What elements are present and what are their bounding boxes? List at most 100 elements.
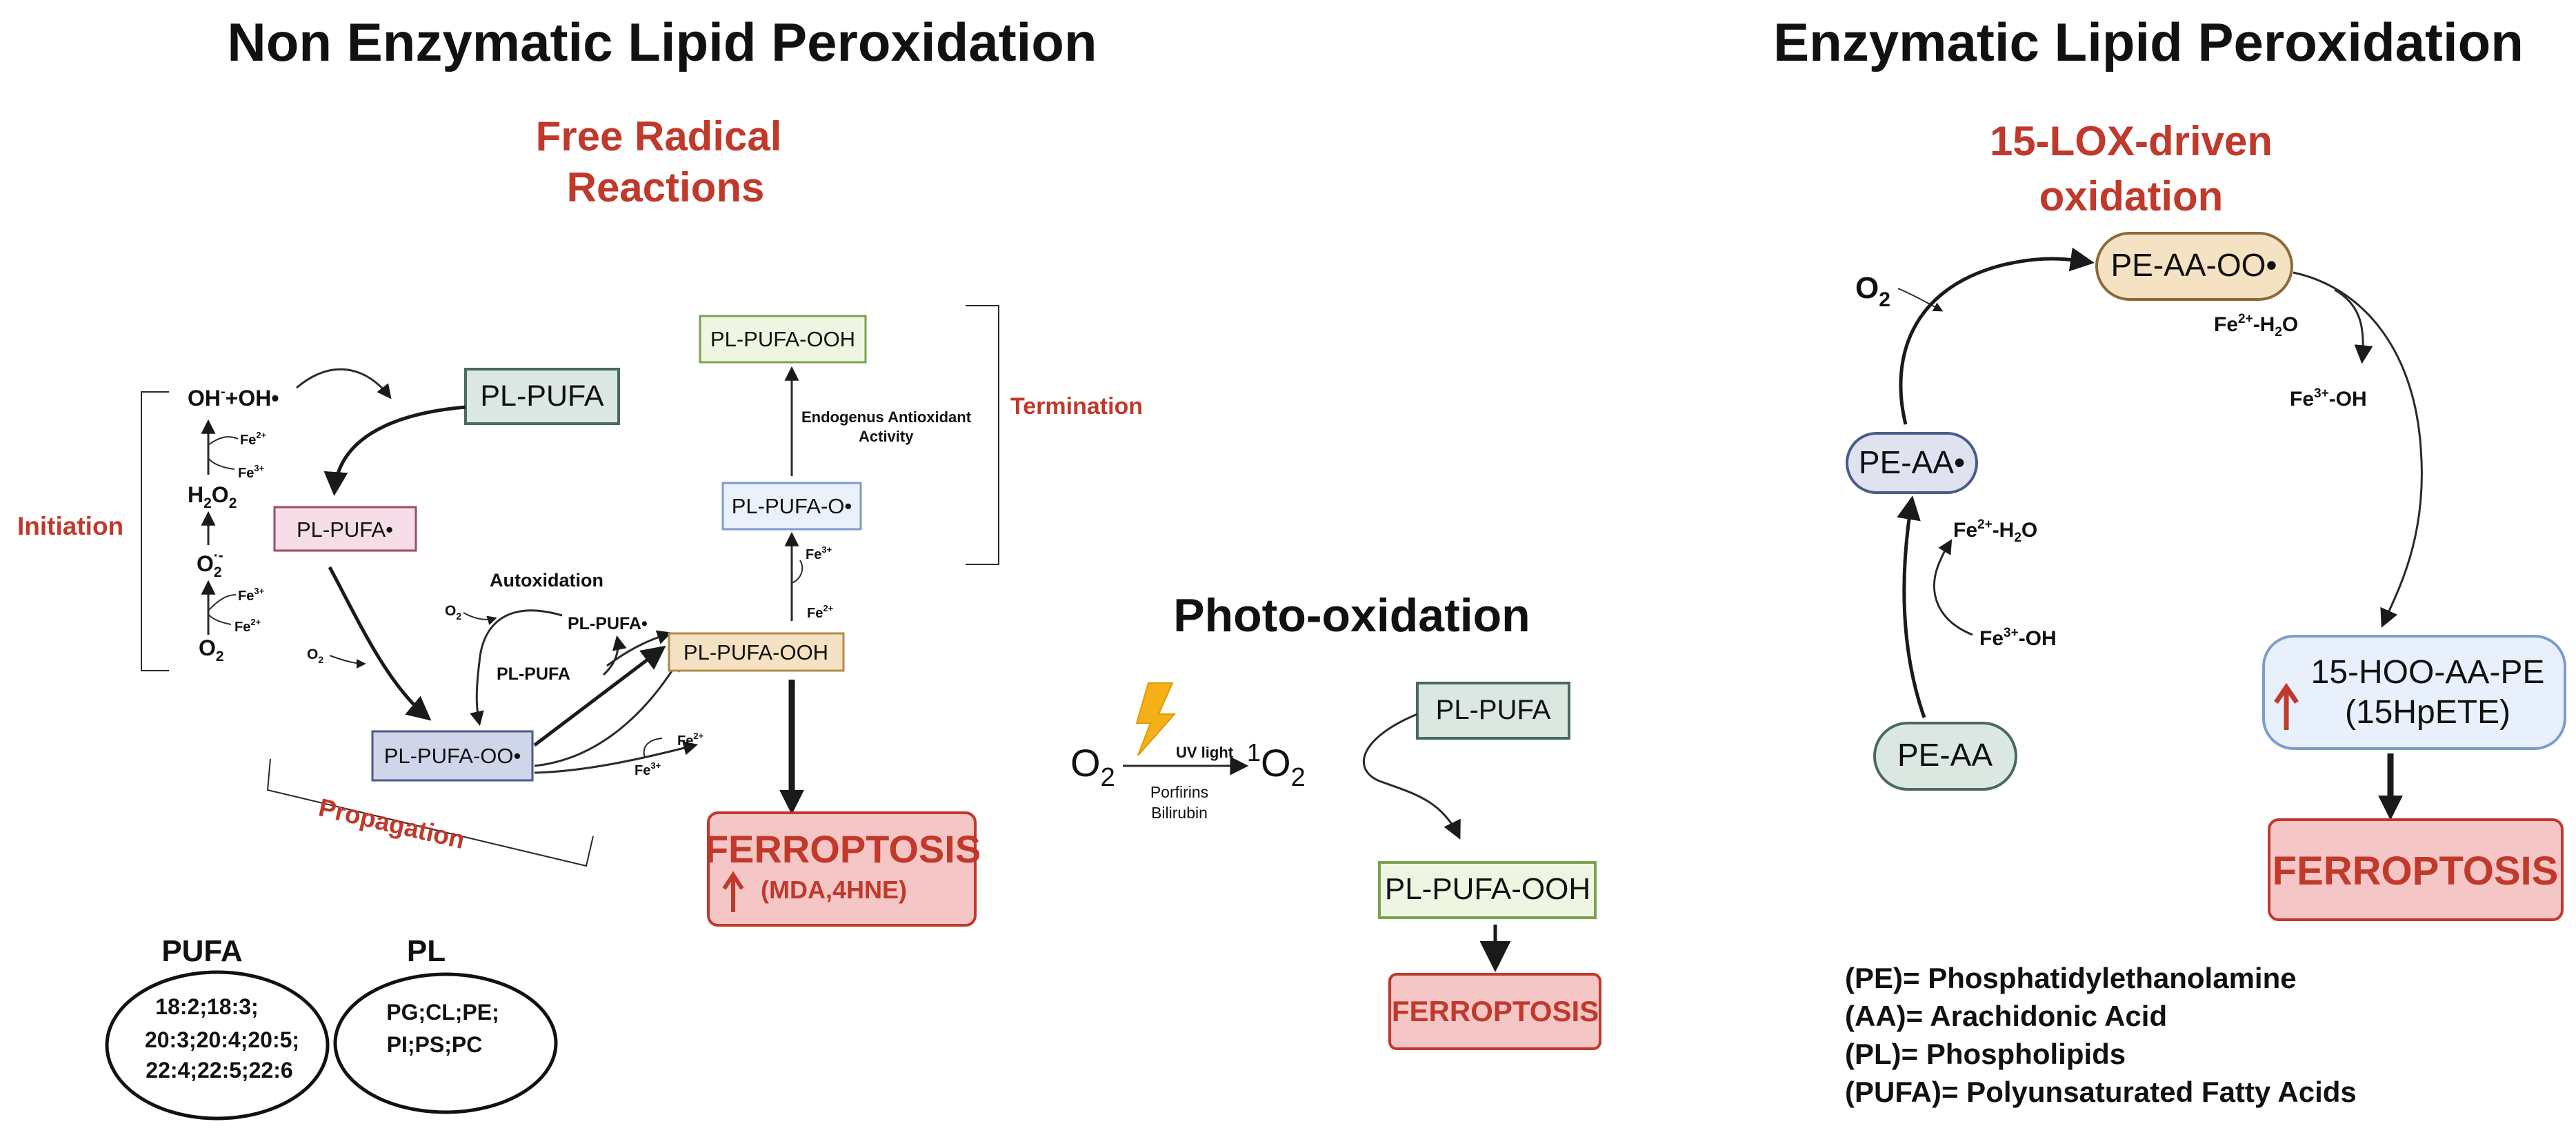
autoxidation-label: Autoxidation (490, 570, 603, 591)
pl-pufa-ooh-label: PL-PUFA-OOH (683, 640, 828, 664)
pufa-ellipse-title: PUFA (161, 934, 242, 968)
ferroptosis-box-right (2268, 818, 2564, 921)
initiation-label: Initiation (17, 512, 123, 540)
pe-aa-label: PE-AA (1897, 737, 1993, 773)
hoo-aa-pe-box (2262, 635, 2566, 750)
photo-pl-pufa-box (1416, 682, 1570, 740)
pl-pufa-ooh-box (668, 632, 845, 672)
pl-ellipse (333, 972, 558, 1114)
pl-pufa-box-label: PL-PUFA (480, 379, 604, 413)
termination-label: Termination (1010, 393, 1143, 420)
pufa-line-3: 22:4;22:5;22:6 (146, 1058, 292, 1083)
uv-light-label: UV light (1176, 744, 1234, 761)
pe-aa-box (1873, 722, 2017, 791)
enzymatic-title: Enzymatic Lipid Peroxidation (1773, 12, 2524, 72)
photo-ferroptosis-box (1388, 973, 1601, 1050)
photo-title: Photo-oxidation (1173, 589, 1530, 642)
porfirins-label: Porfirins (1150, 783, 1208, 801)
arrow-plpufa-to-radical (323, 405, 466, 496)
init-oh-species: OH-+OH• (188, 384, 279, 411)
lox-heading-1: 15-LOX-driven (1990, 118, 2273, 164)
ferroptosis-box-center (707, 811, 977, 927)
pl-pufa-radical-box (273, 506, 417, 552)
pufa-ellipse (105, 970, 330, 1121)
propagation-bracket (266, 758, 594, 867)
fe2-h2o-label-a: Fe2+-H2O (1953, 517, 2037, 545)
arrow-peroxyl-to-hydroperoxide (533, 645, 666, 747)
abbreviations-list: (PE)= Phosphatidylethanolamine (AA)= Arac… (1845, 962, 2357, 1108)
arrow-fe-branch (2334, 288, 2373, 364)
pl-pufa-o-label: PL-PUFA-O• (732, 494, 852, 518)
photo-pl-pufa-label: PL-PUFA (1436, 695, 1551, 725)
fe3-oh-label-b: Fe3+-OH (2290, 386, 2367, 411)
init-h2o2-species: H2O2 (188, 482, 237, 511)
pl-pufa-radical-label: PL-PUFA• (297, 517, 393, 542)
fe3-label-c: Fe3+ (635, 760, 661, 778)
fe3-label-a: Fe3+ (238, 463, 265, 481)
arrow-photo-plpufa-to-ooh (1362, 713, 1461, 840)
pufa-line-2: 20:3;20:4;20:5; (145, 1027, 299, 1052)
free-radical-heading-1: Free Radical (536, 113, 782, 159)
ferroptosis-label-right: FERROPTOSIS (2273, 849, 2559, 894)
arrow-radical-to-peroxyl (328, 566, 432, 721)
photo-pl-pufa-ooh-label: PL-PUFA-OOH (1385, 872, 1590, 906)
arrow-peaa-to-radical (1897, 495, 1926, 718)
fe2-label-b: Fe2+ (234, 617, 261, 635)
abbreviation-item: (PE)= Phosphatidylethanolamine (1845, 962, 2297, 994)
o2-small-b: O2 (445, 603, 461, 622)
arrow-oh-to-plpufa (296, 368, 392, 399)
lox-o2: O2 (1855, 271, 1890, 311)
arrow-autox-loop (470, 609, 563, 727)
propagation-label: Propagation (316, 793, 468, 854)
fe2-label-c: Fe2+ (677, 731, 704, 749)
fe3-in-arrow (208, 594, 237, 611)
lox-heading-2: oxidation (2039, 173, 2224, 219)
arrow-o2-into-propagation (329, 655, 366, 669)
pl-pufa-oo-label: PL-PUFA-OO• (384, 744, 521, 768)
arrow-peroxyl-to-hoo (2293, 271, 2423, 628)
fe-cycle-arrow (643, 738, 663, 758)
lightning-icon (1135, 682, 1177, 756)
abbreviation-item: (AA)= Arachidonic Acid (1845, 1000, 2167, 1032)
pufa-line-1: 18:2;18:3; (155, 994, 258, 1019)
pl-line-2: PI;PS;PC (387, 1032, 483, 1057)
arrow-plpufa-to-radical-small (602, 635, 627, 676)
o2-small-a: O2 (307, 647, 323, 665)
pl-pufa-ooh-top-box (699, 315, 867, 364)
hoo-line-1: 15-HOO-AA-PE (2311, 654, 2545, 691)
arrow-fe-cycle-lox (1933, 539, 1973, 636)
arrow-radical-to-peroxyl-lox (1899, 247, 2095, 425)
abbreviation-item: (PL)= Phospholipids (1845, 1038, 2126, 1070)
fe3-label-b: Fe3+ (238, 586, 265, 604)
arrow-autox-to-hydroperoxide (606, 630, 672, 667)
fe2-in-arrow (208, 436, 239, 446)
fe3-label-d: Fe3+ (806, 544, 832, 562)
ferroptosis-sub-center: (MDA,4HNE) (761, 876, 907, 904)
fe2-label-a: Fe2+ (240, 430, 267, 448)
fe2-h2o-label-b: Fe2+-H2O (2214, 312, 2298, 339)
antioxidant-line-2: Activity (859, 428, 914, 445)
free-radical-heading-2: Reactions (567, 164, 765, 210)
fe2-label-d: Fe2+ (807, 603, 834, 621)
ferroptosis-label-center: FERROPTOSIS (705, 827, 981, 871)
init-superoxide: O2·- (197, 548, 223, 580)
initiation-bracket (141, 391, 169, 671)
pl-pufa-box (464, 368, 620, 425)
pe-aa-oo-box (2095, 232, 2293, 301)
fe2-out-arrow (208, 613, 232, 625)
non-enzymatic-title: Non Enzymatic Lipid Peroxidation (227, 12, 1097, 72)
up-arrow-icon-lox (2274, 682, 2299, 730)
antioxidant-line-1: Endogenus Antioxidant (801, 408, 972, 426)
photo-o2: O2 (1070, 741, 1115, 792)
pl-pufa-oo-box (371, 730, 534, 782)
arrow-o2-into-lox (1897, 288, 1944, 312)
pl-pufa-ooh-top-label: PL-PUFA-OOH (710, 327, 855, 351)
pl-ellipse-title: PL (407, 934, 446, 968)
pl-pufa-o-box (721, 482, 862, 531)
pe-aa-oo-label: PE-AA-OO• (2110, 247, 2277, 283)
photo-ferroptosis-label: FERROPTOSIS (1392, 995, 1599, 1027)
fe3-out-arrow (208, 457, 235, 470)
hoo-line-2: (15HpETE) (2345, 694, 2510, 731)
